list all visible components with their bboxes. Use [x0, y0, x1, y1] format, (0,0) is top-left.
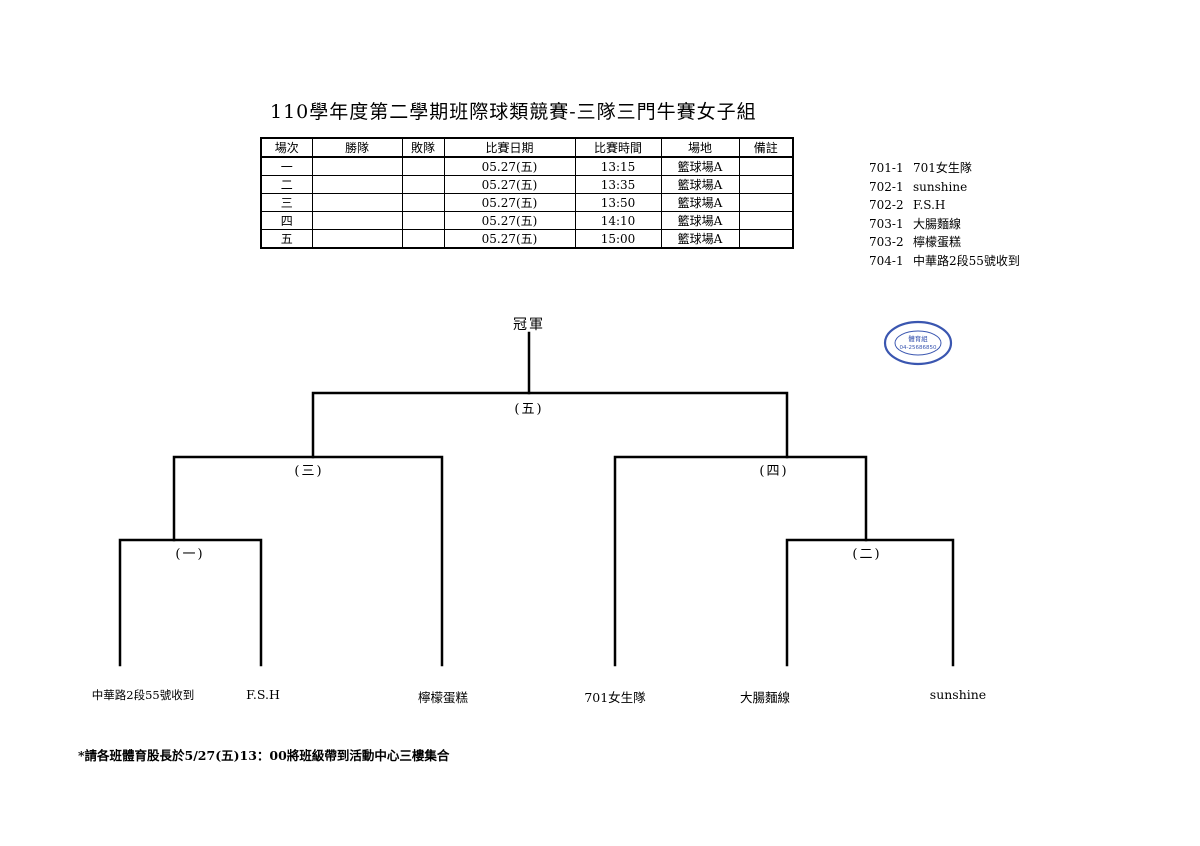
team-name: sunshine [913, 179, 968, 194]
slot-team-6: sunshine [929, 687, 987, 702]
footnote: *請各班體育股長於5/27(五)13：00將班級帶到活動中心三樓集合 [78, 748, 450, 763]
list-item: 703-1 大腸麵線 [869, 215, 1020, 234]
bracket-line-semi-right [613, 455, 868, 667]
seal-unit-text: 體育組 [908, 334, 928, 343]
cell-match: 五 [260, 229, 313, 249]
team-code: 702-2 [869, 198, 904, 213]
bracket-line-round2 [785, 538, 955, 667]
champion-label: 冠軍 [513, 317, 545, 333]
schedule-header-row: 場次 勝隊 敗隊 比賽日期 比賽時間 場地 備註 [260, 137, 794, 158]
seal-phone-text: 04-25686850 [900, 345, 937, 351]
list-item: 702-2 F.S.H [869, 196, 1020, 215]
team-name: 檸檬蛋糕 [913, 235, 962, 250]
round-label-4: (四) [759, 464, 789, 479]
col-header-match: 場次 [260, 137, 313, 158]
table-row: 三 05.27(五) 13:50 籃球場A [260, 193, 794, 212]
bracket-line-round1 [118, 538, 263, 667]
cell-date: 05.27(五) [443, 193, 576, 212]
cell-venue: 籃球場A [660, 229, 740, 249]
table-row: 一 05.27(五) 13:15 籃球場A [260, 156, 794, 176]
list-item: 702-1 sunshine [869, 178, 1020, 197]
schedule-table: 場次 勝隊 敗隊 比賽日期 比賽時間 場地 備註 一 05.27(五) 13:1… [260, 137, 794, 249]
slot-team-5: 大腸麵線 [739, 690, 791, 705]
table-row: 五 05.27(五) 15:00 籃球場A [260, 229, 794, 249]
team-code: 703-1 [869, 216, 904, 231]
list-item: 704-1 中華路2段55號收到 [869, 252, 1020, 271]
slot-team-2: F.S.H [246, 687, 280, 702]
cell-note [738, 229, 794, 249]
team-name: 701女生隊 [913, 161, 972, 175]
col-header-winner: 勝隊 [311, 137, 403, 158]
cell-note [738, 211, 794, 230]
col-header-note: 備註 [738, 137, 794, 158]
slot-team-3: 檸檬蛋糕 [417, 690, 469, 705]
bracket-line-semi-left [172, 455, 444, 667]
cell-time: 15:00 [574, 229, 662, 249]
list-item: 701-1 701女生隊 [869, 159, 1020, 178]
list-item: 703-2 檸檬蛋糕 [869, 233, 1020, 252]
team-code: 702-1 [869, 179, 904, 194]
round-label-2: (二) [852, 547, 882, 562]
team-code: 701-1 [869, 161, 904, 175]
slot-team-1: 中華路2段55號收到 [91, 688, 195, 702]
cell-date: 05.27(五) [443, 229, 576, 249]
cell-date: 05.27(五) [443, 211, 576, 230]
slot-team-4: 701女生隊 [584, 690, 646, 705]
team-name: F.S.H [913, 198, 946, 213]
cell-time: 14:10 [574, 211, 662, 230]
bracket-line-final [311, 391, 789, 459]
cell-time: 13:35 [574, 175, 662, 194]
round-label-5: (五) [514, 402, 544, 417]
cell-time: 13:15 [574, 156, 662, 176]
page-title: 110學年度第二學期班際球類競賽-三隊三門牛賽女子組 [270, 101, 757, 123]
team-list: 701-1 701女生隊 702-1 sunshine 702-2 F.S.H 703… [869, 159, 1020, 271]
col-header-venue: 場地 [660, 137, 740, 158]
school-seal-icon: 體育組 04-25686850 [883, 320, 953, 366]
table-row: 四 05.27(五) 14:10 籃球場A [260, 211, 794, 230]
team-name: 中華路2段55號收到 [913, 253, 1020, 268]
round-label-1: (一) [175, 547, 205, 562]
cell-venue: 籃球場A [660, 156, 740, 176]
cell-venue: 籃球場A [660, 211, 740, 230]
col-header-time: 比賽時間 [574, 137, 662, 158]
team-code: 704-1 [869, 253, 904, 268]
team-name: 大腸麵線 [913, 216, 962, 231]
round-label-3: (三) [294, 464, 324, 479]
team-code: 703-2 [869, 235, 904, 250]
